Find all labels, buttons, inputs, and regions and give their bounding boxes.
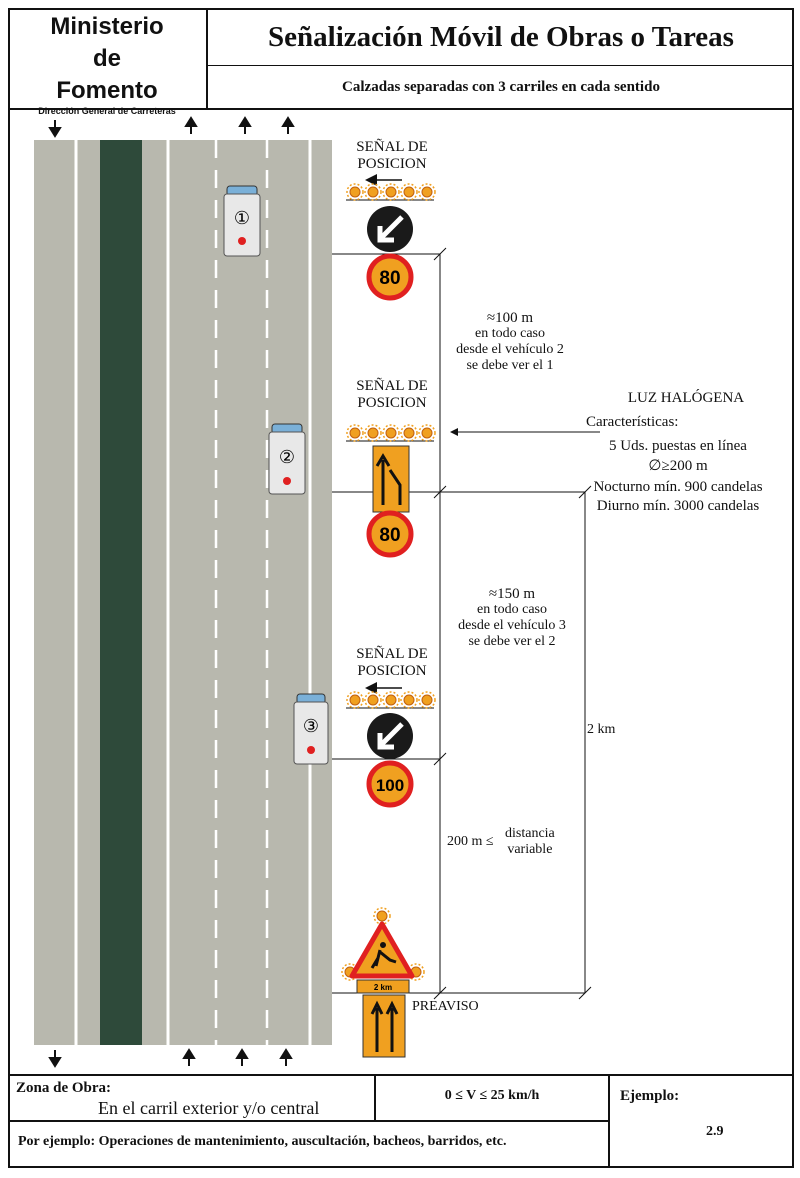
halogen-line2: ∅≥200 m — [648, 458, 708, 474]
speed-limit-sign-1 — [366, 253, 414, 301]
vehicle-3-number: ③ — [303, 716, 319, 736]
ministry-line2: de — [92, 45, 121, 72]
zone-label: Zona de Obra: — [16, 1080, 112, 1096]
road-surface — [34, 140, 332, 1045]
distance-note-1: ≈100 m en todo caso desde el vehículo 2 … — [456, 310, 564, 373]
position-sign-label-2: SEÑAL DE POSICION — [356, 378, 428, 411]
speed-limit-1-value: 80 — [379, 268, 400, 289]
position-sign-label-3: SEÑAL DE POSICION — [356, 646, 428, 679]
speed-limit-2-value: 80 — [379, 525, 400, 546]
footer-divider — [8, 1074, 794, 1076]
vehicle-2: ② — [268, 423, 306, 495]
position-signal-2: 80 — [346, 424, 436, 558]
ministry-logo: Ministerio de Fomento Dirección General … — [8, 8, 208, 116]
ministry-subtitle: Dirección General de Carreteras — [38, 106, 176, 116]
preaviso-label: PREAVISO — [412, 999, 479, 1014]
zone-value: En el carril exterior y/o central — [98, 1098, 320, 1118]
position-signal-3: 100 — [346, 682, 436, 808]
preaviso-panel-text: 2 km — [374, 983, 392, 992]
vehicle-1-number: ① — [234, 208, 250, 228]
halogen-features: Características: — [586, 414, 679, 430]
footer-note: Por ejemplo: Operaciones de mantenimient… — [8, 1122, 610, 1168]
direction-arrows-bottom — [48, 1048, 293, 1068]
lane-closure-panel — [372, 445, 410, 513]
example-box: Ejemplo: 2.9 — [610, 1076, 794, 1168]
example-number: 2.9 — [706, 1124, 724, 1139]
direction-arrows-top — [48, 116, 295, 138]
ministry-line3: Fomento — [56, 77, 158, 104]
total-distance: 2 km — [587, 722, 616, 737]
ministry-line1: Ministerio — [50, 13, 164, 40]
speed-limit-sign-3 — [366, 760, 414, 808]
distance-note-2: ≈150 m en todo caso desde el vehículo 3 … — [458, 586, 566, 649]
road-median — [100, 140, 142, 1045]
halogen-line3: Nocturno mín. 900 candelas — [593, 479, 763, 495]
road-works-sign — [349, 921, 415, 979]
example-label: Ejemplo: — [620, 1088, 680, 1104]
speed-limit-sign-2 — [366, 510, 414, 558]
speed-limit-3-value: 100 — [376, 776, 404, 795]
halogen-line4: Diurno mín. 3000 candelas — [596, 498, 760, 514]
position-sign-label-1: SEÑAL DE POSICION — [356, 139, 428, 172]
position-signal-1: 80 — [346, 174, 436, 301]
vehicle-3: ③ — [293, 693, 329, 765]
preaviso-signal: 2 km — [341, 907, 425, 1058]
page-subtitle: Calzadas separadas con 3 carriles en cad… — [208, 66, 794, 110]
zone-box: Zona de Obra: En el carril exterior y/o … — [8, 1076, 376, 1122]
vehicle-2-number: ② — [279, 447, 295, 467]
speed-range: 0 ≤ V ≤ 25 km/h — [376, 1076, 610, 1122]
page-title: Señalización Móvil de Obras o Tareas — [208, 8, 794, 66]
vehicle-1: ① — [223, 185, 261, 257]
lane-panel — [362, 994, 406, 1058]
halogen-line1: 5 Uds. puestas en línea — [609, 438, 747, 454]
halogen-title: LUZ HALÓGENA — [627, 390, 745, 406]
page-frame — [8, 8, 794, 1168]
